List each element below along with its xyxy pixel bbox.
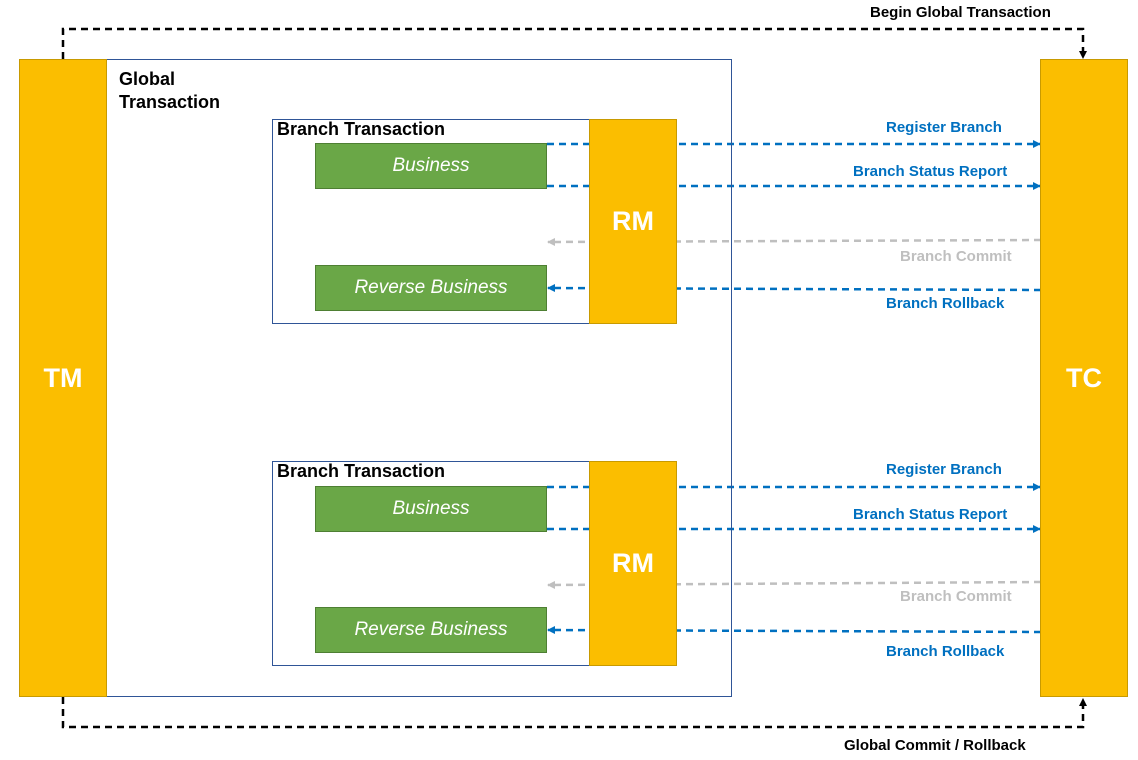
rm-node-2: RM [589, 461, 677, 666]
register-branch-label-1: Register Branch [886, 119, 1002, 136]
status-report-label-1: Branch Status Report [853, 163, 1008, 180]
tm-label: TM [43, 362, 83, 393]
tc-node: TC [1040, 59, 1128, 697]
global-commit-rollback-label: Global Commit / Rollback [844, 737, 1026, 754]
branch-transaction-title-2: Branch Transaction [277, 461, 446, 481]
reverse-business-box-2: Reverse Business [315, 607, 547, 653]
business-box-1: Business [315, 143, 547, 189]
tc-label: TC [1066, 362, 1102, 393]
rm-label-1: RM [612, 206, 654, 236]
global-commit-rollback-arrow [61, 697, 1087, 729]
global-transaction-label: Global Transaction [119, 69, 221, 112]
rm-label-2: RM [612, 548, 654, 578]
branch-rollback-label-2: Branch Rollback [886, 643, 1005, 660]
status-report-label-2: Branch Status Report [853, 506, 1008, 523]
reverse-business-box-1: Reverse Business [315, 265, 547, 311]
tm-node: TM [19, 59, 107, 697]
begin-global-transaction-label: Begin Global Transaction [870, 4, 1051, 21]
branch-rollback-label-1: Branch Rollback [886, 295, 1005, 312]
branch-transaction-title-1: Branch Transaction [277, 119, 446, 139]
business-box-2: Business [315, 486, 547, 532]
branch-commit-label-1: Branch Commit [900, 248, 1012, 265]
branch-commit-label-2: Branch Commit [900, 588, 1012, 605]
register-branch-label-2: Register Branch [886, 461, 1002, 478]
begin-global-transaction-arrow [61, 27, 1087, 59]
rm-node-1: RM [589, 119, 677, 324]
